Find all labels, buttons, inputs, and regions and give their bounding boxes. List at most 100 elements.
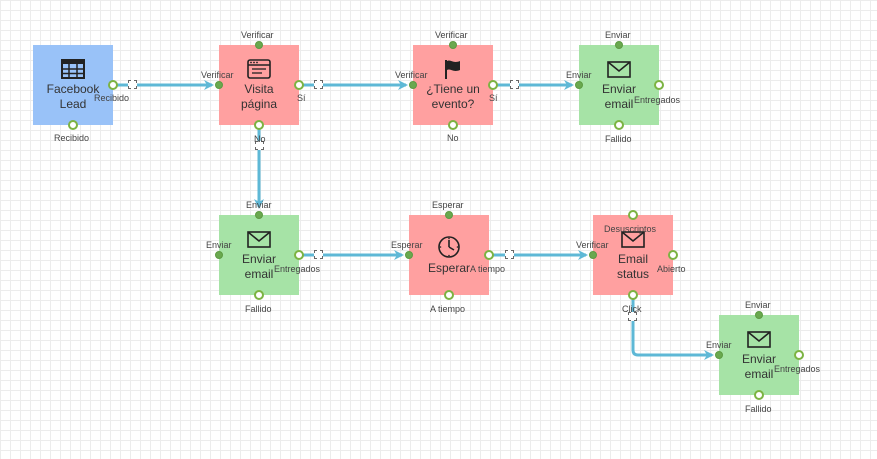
port-label: Verificar bbox=[576, 240, 609, 250]
node-visita-pagina[interactable]: Visita página bbox=[219, 45, 299, 125]
port-label: Fallido bbox=[605, 134, 632, 144]
port-label: Enviar bbox=[605, 30, 631, 40]
node-email-status[interactable]: Email status bbox=[593, 215, 673, 295]
flag-icon bbox=[445, 60, 460, 79]
output-port[interactable] bbox=[654, 80, 664, 90]
connector-handle[interactable] bbox=[510, 80, 519, 89]
output-port[interactable] bbox=[484, 250, 494, 260]
node-enviar-email[interactable]: Enviar email bbox=[219, 215, 299, 295]
input-port[interactable] bbox=[755, 311, 763, 319]
connector-handle[interactable] bbox=[505, 250, 514, 259]
port-label: Enviar bbox=[246, 200, 272, 210]
port-label: Fallido bbox=[745, 404, 772, 414]
port-label: Enviar bbox=[706, 340, 732, 350]
output-port[interactable] bbox=[68, 120, 78, 130]
connector-handle[interactable] bbox=[314, 80, 323, 89]
port-label: Entregados bbox=[274, 264, 321, 274]
port-label: Verificar bbox=[435, 30, 468, 40]
port-label: Verificar bbox=[395, 70, 428, 80]
port-label: A tiempo bbox=[470, 264, 506, 274]
connector-handle[interactable] bbox=[314, 250, 323, 259]
connector-status-click-to-enviar[interactable] bbox=[631, 298, 714, 360]
port-label: Desuscriptos bbox=[604, 224, 657, 234]
port-label: Esperar bbox=[432, 200, 464, 210]
output-port[interactable] bbox=[614, 120, 624, 130]
node-tiene-evento[interactable]: ¿Tiene un evento? bbox=[413, 45, 493, 125]
node-title: Facebook bbox=[46, 82, 100, 96]
port-label: Fallido bbox=[245, 304, 272, 314]
node-title: página bbox=[240, 97, 278, 111]
node-title: Email bbox=[617, 252, 648, 266]
node-title: email bbox=[744, 367, 774, 381]
port-label: Sí bbox=[297, 93, 306, 103]
input-port[interactable] bbox=[215, 81, 223, 89]
input-port[interactable] bbox=[409, 81, 417, 89]
input-port[interactable] bbox=[445, 211, 453, 219]
node-title: Enviar bbox=[741, 352, 776, 366]
port-label: Enviar bbox=[206, 240, 232, 250]
connector-handle[interactable] bbox=[255, 141, 264, 150]
clock-icon bbox=[438, 235, 460, 258]
envelope-icon bbox=[607, 61, 631, 78]
output-port[interactable] bbox=[294, 80, 304, 90]
envelope-icon bbox=[621, 231, 645, 248]
node-title: ¿Tiene un bbox=[426, 82, 480, 96]
output-port[interactable] bbox=[294, 250, 304, 260]
output-port[interactable] bbox=[254, 290, 264, 300]
output-port[interactable] bbox=[628, 290, 638, 300]
port-label: A tiempo bbox=[430, 304, 466, 314]
port-label: Sí bbox=[489, 93, 498, 103]
port-label: Entregados bbox=[774, 364, 821, 374]
output-port[interactable] bbox=[794, 350, 804, 360]
node-title: status bbox=[616, 267, 649, 281]
node-title: email bbox=[604, 97, 634, 111]
output-port[interactable] bbox=[668, 250, 678, 260]
port-label: No bbox=[254, 134, 266, 144]
connector-handle[interactable] bbox=[128, 80, 137, 89]
input-port[interactable] bbox=[715, 351, 723, 359]
node-title: Lead bbox=[59, 97, 87, 111]
table-icon bbox=[61, 59, 85, 79]
port-label: Click bbox=[622, 304, 642, 314]
node-enviar-email[interactable]: Enviar email bbox=[719, 315, 799, 395]
input-port[interactable] bbox=[215, 251, 223, 259]
input-port[interactable] bbox=[575, 81, 583, 89]
port-label: Verificar bbox=[241, 30, 274, 40]
connector-handle[interactable] bbox=[628, 312, 637, 321]
node-title: Enviar bbox=[601, 82, 636, 96]
envelope-icon bbox=[747, 331, 771, 348]
output-port[interactable] bbox=[754, 390, 764, 400]
input-port[interactable] bbox=[589, 251, 597, 259]
port-label: Verificar bbox=[201, 70, 234, 80]
output-port[interactable] bbox=[108, 80, 118, 90]
port-label: Recibido bbox=[94, 93, 130, 103]
node-title: Visita bbox=[244, 82, 274, 96]
node-facebook-lead[interactable]: Facebook Lead bbox=[33, 45, 113, 125]
port-label: Recibido bbox=[54, 133, 90, 143]
node-enviar-email[interactable]: Enviar email bbox=[579, 45, 659, 125]
output-port[interactable] bbox=[254, 120, 264, 130]
input-port[interactable] bbox=[255, 41, 263, 49]
input-port[interactable] bbox=[449, 41, 457, 49]
input-port[interactable] bbox=[615, 41, 623, 49]
node-title: Esperar bbox=[427, 260, 471, 275]
output-port[interactable] bbox=[628, 210, 638, 220]
node-title: Enviar bbox=[241, 252, 276, 266]
port-label: No bbox=[447, 133, 459, 143]
port-label: Abierto bbox=[657, 264, 686, 274]
node-title: email bbox=[244, 267, 274, 281]
port-label: Esperar bbox=[391, 240, 423, 250]
port-label: Enviar bbox=[745, 300, 771, 310]
output-port[interactable] bbox=[488, 80, 498, 90]
port-label: Entregados bbox=[634, 95, 681, 105]
port-label: Enviar bbox=[566, 70, 592, 80]
input-port[interactable] bbox=[255, 211, 263, 219]
envelope-icon bbox=[247, 231, 271, 248]
input-port[interactable] bbox=[405, 251, 413, 259]
output-port[interactable] bbox=[448, 120, 458, 130]
node-esperar[interactable]: Esperar bbox=[409, 215, 489, 295]
browser-window-icon bbox=[247, 59, 271, 79]
node-title: evento? bbox=[431, 97, 475, 111]
output-port[interactable] bbox=[444, 290, 454, 300]
